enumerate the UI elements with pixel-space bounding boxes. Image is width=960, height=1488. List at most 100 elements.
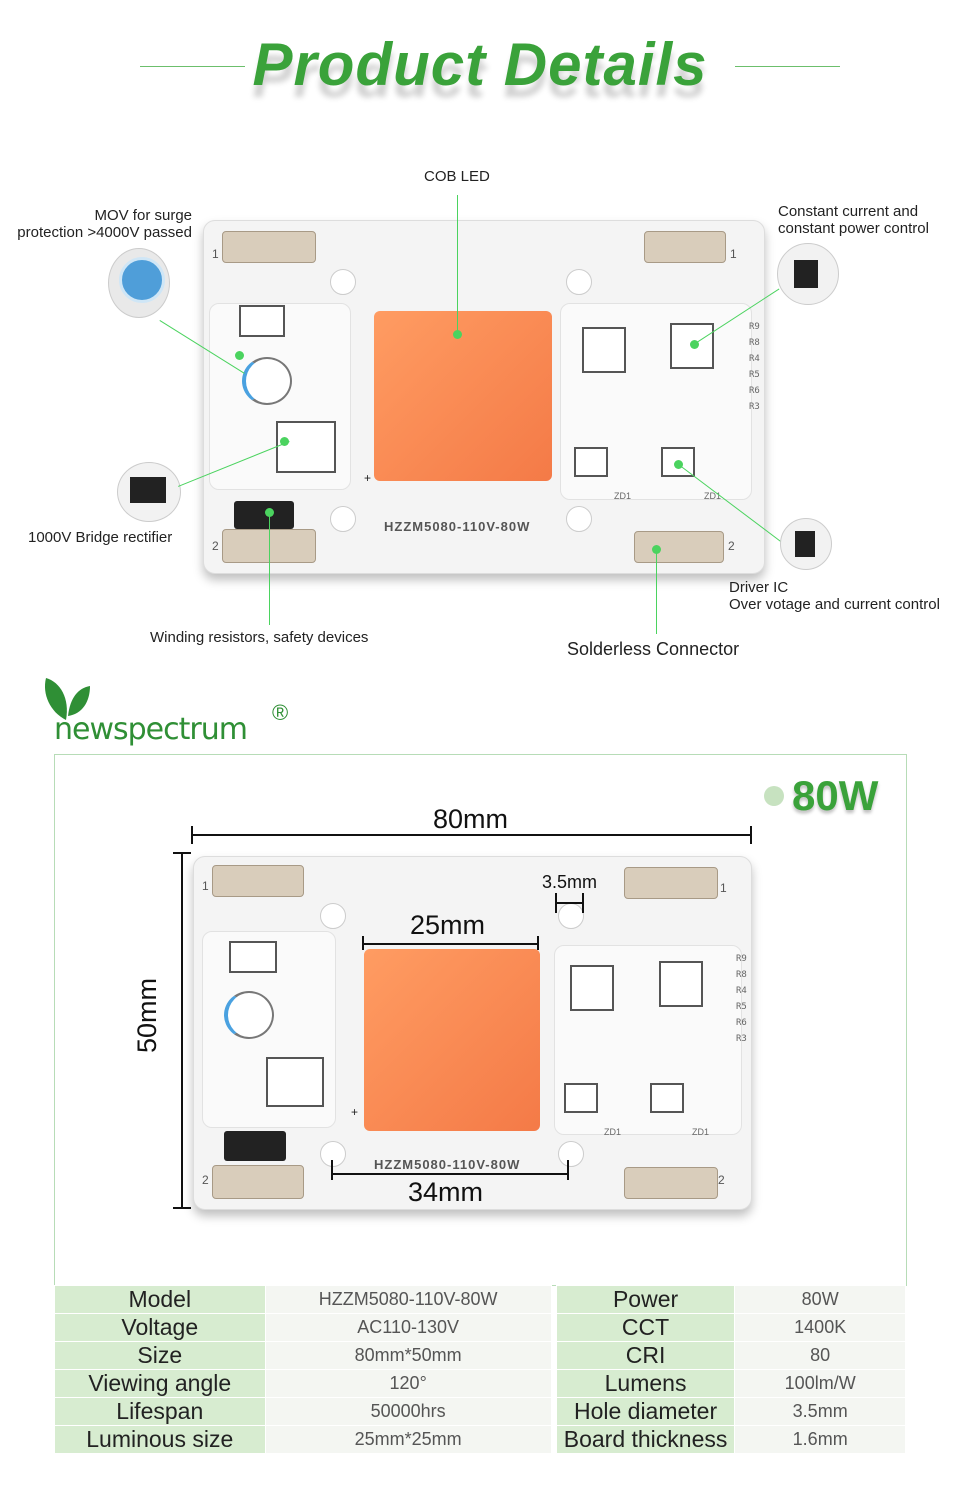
bridge-rectifier-icon	[117, 462, 181, 522]
dim-width-tick-l	[191, 826, 193, 844]
silk-b-r9: R9	[736, 954, 747, 964]
connector-b-tl	[212, 865, 304, 897]
silk-labels: R9 R8 R4 R5 R6 R3	[749, 319, 760, 415]
board-model-print-b: HZZM5080-110V-80W	[374, 1157, 521, 1172]
silk-b-r8: R8	[736, 970, 747, 980]
connector-b-bl	[212, 1165, 304, 1199]
silk-r3: R3	[749, 402, 760, 412]
spec-key: Lifespan	[54, 1397, 266, 1426]
label-solderless: Solderless Connector	[567, 639, 740, 659]
label-mov-line1: MOV for surge	[94, 207, 192, 224]
dim-chip-tick-r	[537, 936, 539, 950]
label-driver-line2: Over votage and current control	[729, 596, 940, 613]
pin-2-b-right: 2	[718, 1173, 725, 1187]
rectifier-pad-b	[266, 1057, 324, 1107]
line-cob-led	[457, 195, 458, 335]
dim-height-tick-t	[173, 852, 191, 854]
spec-key: Power	[555, 1285, 736, 1314]
ic-chip-icon	[777, 243, 839, 305]
dot-bridge	[280, 437, 289, 446]
connector-br	[634, 531, 724, 563]
led-board-top: + R9 R8 R4 R5 R6 R3 ZD1 ZD1 1 1 2 2 HZZM…	[203, 220, 765, 574]
mount-hole-b-bl	[320, 1141, 346, 1167]
spec-value: 80mm*50mm	[264, 1341, 552, 1370]
spec-key: Luminous size	[54, 1425, 266, 1454]
silk-r4: R4	[749, 354, 760, 364]
table-row: Model HZZM5080-110V-80W Power 80W	[54, 1285, 906, 1314]
label-mov: MOV for surge protection >4000V passed	[0, 207, 192, 241]
spec-value: 1400K	[734, 1313, 906, 1342]
dim-width-tick-r	[750, 826, 752, 844]
pin-2-right: 2	[728, 539, 735, 553]
zd1-label-b2: ZD1	[692, 1127, 710, 1137]
label-constant-line1: Constant current and	[778, 203, 919, 220]
title-rule-right	[735, 66, 840, 67]
mov-body	[242, 357, 292, 405]
dim-chip-line	[362, 943, 539, 945]
pin-1-b-right: 1	[720, 881, 727, 895]
silk-b-r5: R5	[736, 1002, 747, 1012]
dim-hole-label: 3.5mm	[542, 872, 598, 892]
silk-labels-b: R9 R8 R4 R5 R6 R3	[736, 951, 747, 1047]
spec-key: CCT	[555, 1313, 736, 1342]
dot-constant	[690, 340, 699, 349]
board-model-print: HZZM5080-110V-80W	[384, 519, 531, 534]
spec-value: 1.6mm	[734, 1425, 906, 1454]
dim-spacing-line	[331, 1173, 569, 1175]
label-cob-led: COB LED	[424, 168, 490, 185]
silk-r9: R9	[749, 322, 760, 332]
dim-spacing-label: 34mm	[408, 1177, 484, 1207]
ic-pad-b3	[564, 1083, 598, 1113]
silk-r5: R5	[749, 370, 760, 380]
connector-b-br	[624, 1167, 718, 1199]
label-driver: Driver IC Over votage and current contro…	[729, 579, 940, 613]
dot-cob-led	[453, 330, 462, 339]
dim-height-line	[181, 852, 183, 1209]
spec-key: Viewing angle	[54, 1369, 266, 1398]
mount-hole-bl	[330, 506, 356, 532]
pin-2-left: 2	[212, 539, 219, 553]
label-driver-line1: Driver IC	[729, 579, 789, 596]
table-row: Viewing angle 120° Lumens 100lm/W	[54, 1369, 906, 1398]
zd1-label-b1: ZD1	[604, 1127, 622, 1137]
dim-chip-label: 25mm	[410, 910, 486, 940]
pin-1-right: 1	[730, 247, 737, 261]
cob-chip-b	[364, 949, 540, 1131]
led-board-dimension: + R9 R8 R4 R5 R6 R3 ZD1 ZD1 1 1 2 2 HZZM…	[193, 856, 752, 1210]
silk-r8: R8	[749, 338, 760, 348]
line-solderless	[656, 552, 657, 634]
label-bridge: 1000V Bridge rectifier	[28, 529, 173, 546]
ic-pad-1	[582, 327, 626, 373]
plus-mark: +	[364, 471, 372, 485]
spec-key: Model	[54, 1285, 266, 1314]
ic-pad-b4	[650, 1083, 684, 1113]
mov-varistor-icon	[108, 248, 170, 318]
brand-registered: ®	[272, 700, 289, 725]
dim-hole-line	[555, 902, 583, 904]
spec-table: Model HZZM5080-110V-80W Power 80W Voltag…	[54, 1285, 906, 1454]
title-rule-left	[140, 66, 245, 67]
mount-hole-tl	[330, 269, 356, 295]
spec-value: 50000hrs	[264, 1397, 552, 1426]
dot-solderless	[652, 545, 661, 554]
spec-value: 25mm*25mm	[264, 1425, 552, 1454]
connector-b-tr	[624, 867, 718, 899]
brand-name: newspectrum	[54, 712, 248, 747]
power-badge-text: 80W	[792, 772, 879, 819]
brand-logo: newspectrum ®	[40, 672, 300, 752]
zd1-label-a: ZD1	[614, 491, 632, 501]
dim-width-line	[191, 834, 752, 836]
spec-value: 80W	[734, 1285, 906, 1314]
silk-r6: R6	[749, 386, 760, 396]
pin-1-left: 1	[212, 247, 219, 261]
dot-mov	[235, 351, 244, 360]
dim-chip-tick-l	[362, 936, 364, 950]
mount-hole-b-tr	[558, 903, 584, 929]
silk-b-r4: R4	[736, 986, 747, 996]
pin-1-b-left: 1	[202, 879, 209, 893]
connector-tl	[222, 231, 316, 263]
silk-b-r6: R6	[736, 1018, 747, 1028]
label-constant: Constant current and constant power cont…	[778, 203, 929, 237]
ic-pad-b2	[659, 961, 703, 1007]
ic-pad-b1	[570, 965, 614, 1011]
